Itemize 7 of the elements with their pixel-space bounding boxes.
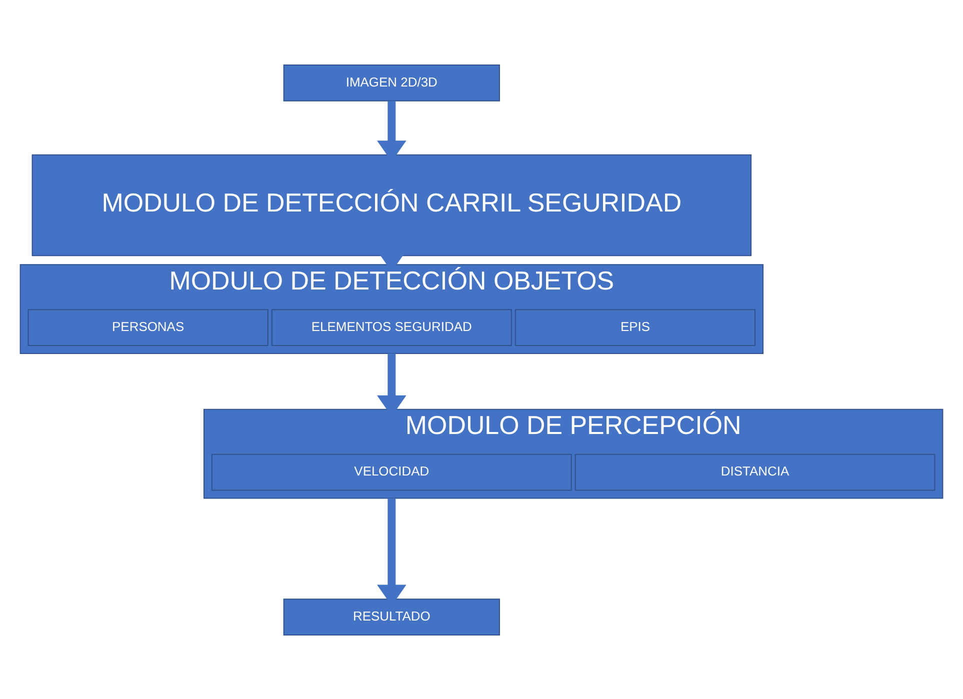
node-box: RESULTADO bbox=[283, 598, 500, 635]
node-box: VELOCIDAD bbox=[211, 453, 572, 490]
node-box: ELEMENTOS SEGURIDAD bbox=[271, 308, 512, 346]
node-box: EPIS bbox=[514, 308, 756, 346]
node-box: PERSONAS bbox=[28, 308, 268, 346]
node-box: IMAGEN 2D/3D bbox=[283, 64, 500, 101]
node-box: DISTANCIA bbox=[574, 453, 936, 490]
